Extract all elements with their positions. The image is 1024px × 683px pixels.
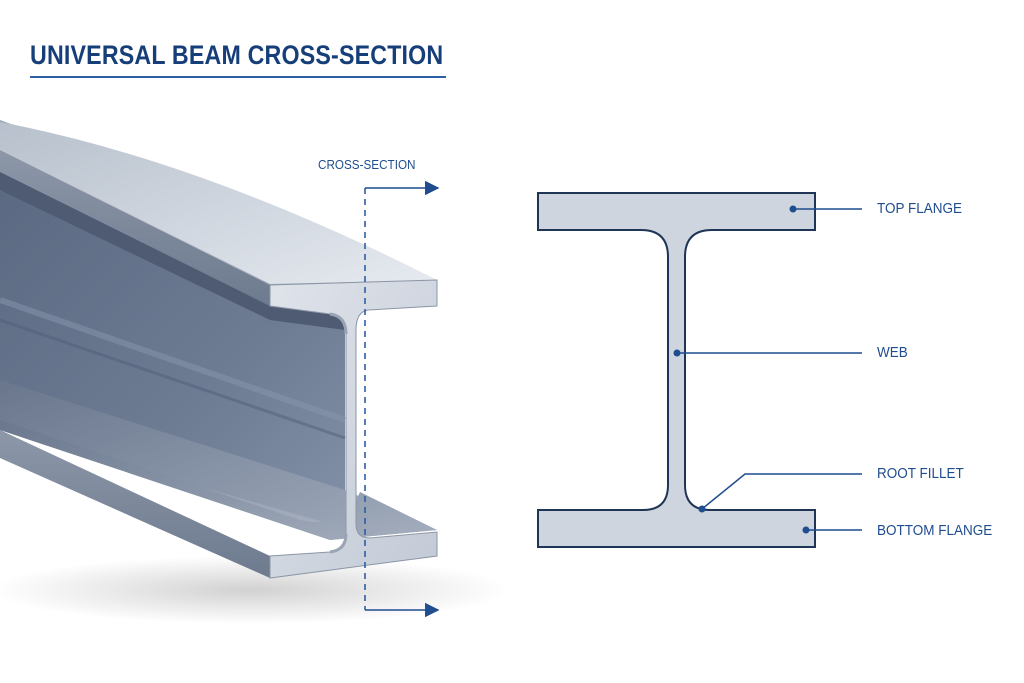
beam-bottom-flange-edge [0,430,270,578]
leader-root-fillet-dot [698,505,706,513]
beam-top-flange-edge [0,150,270,306]
leader-lines [673,205,862,534]
root-fillet-label: ROOT FILLET [877,465,964,482]
beam-top-flange-underside [0,170,345,330]
cross-section-label: CROSS-SECTION [318,157,416,172]
bottom-flange-label: BOTTOM FLANGE [877,522,993,539]
leader-bottom-flange-dot [802,526,810,534]
leader-root-fillet [701,473,862,510]
i-section-profile [537,192,816,548]
page-title: UNIVERSAL BEAM CROSS-SECTION [30,40,444,70]
leader-web-dot [673,349,681,357]
web-label: WEB [877,344,908,361]
top-flange-label: TOP FLANGE [877,200,963,217]
cross-section-marker [364,180,440,618]
beam-bottom-flange-top [0,380,437,540]
title-underline [30,76,446,78]
beam-3d-view [0,120,510,624]
leader-top-flange-dot [789,205,797,213]
